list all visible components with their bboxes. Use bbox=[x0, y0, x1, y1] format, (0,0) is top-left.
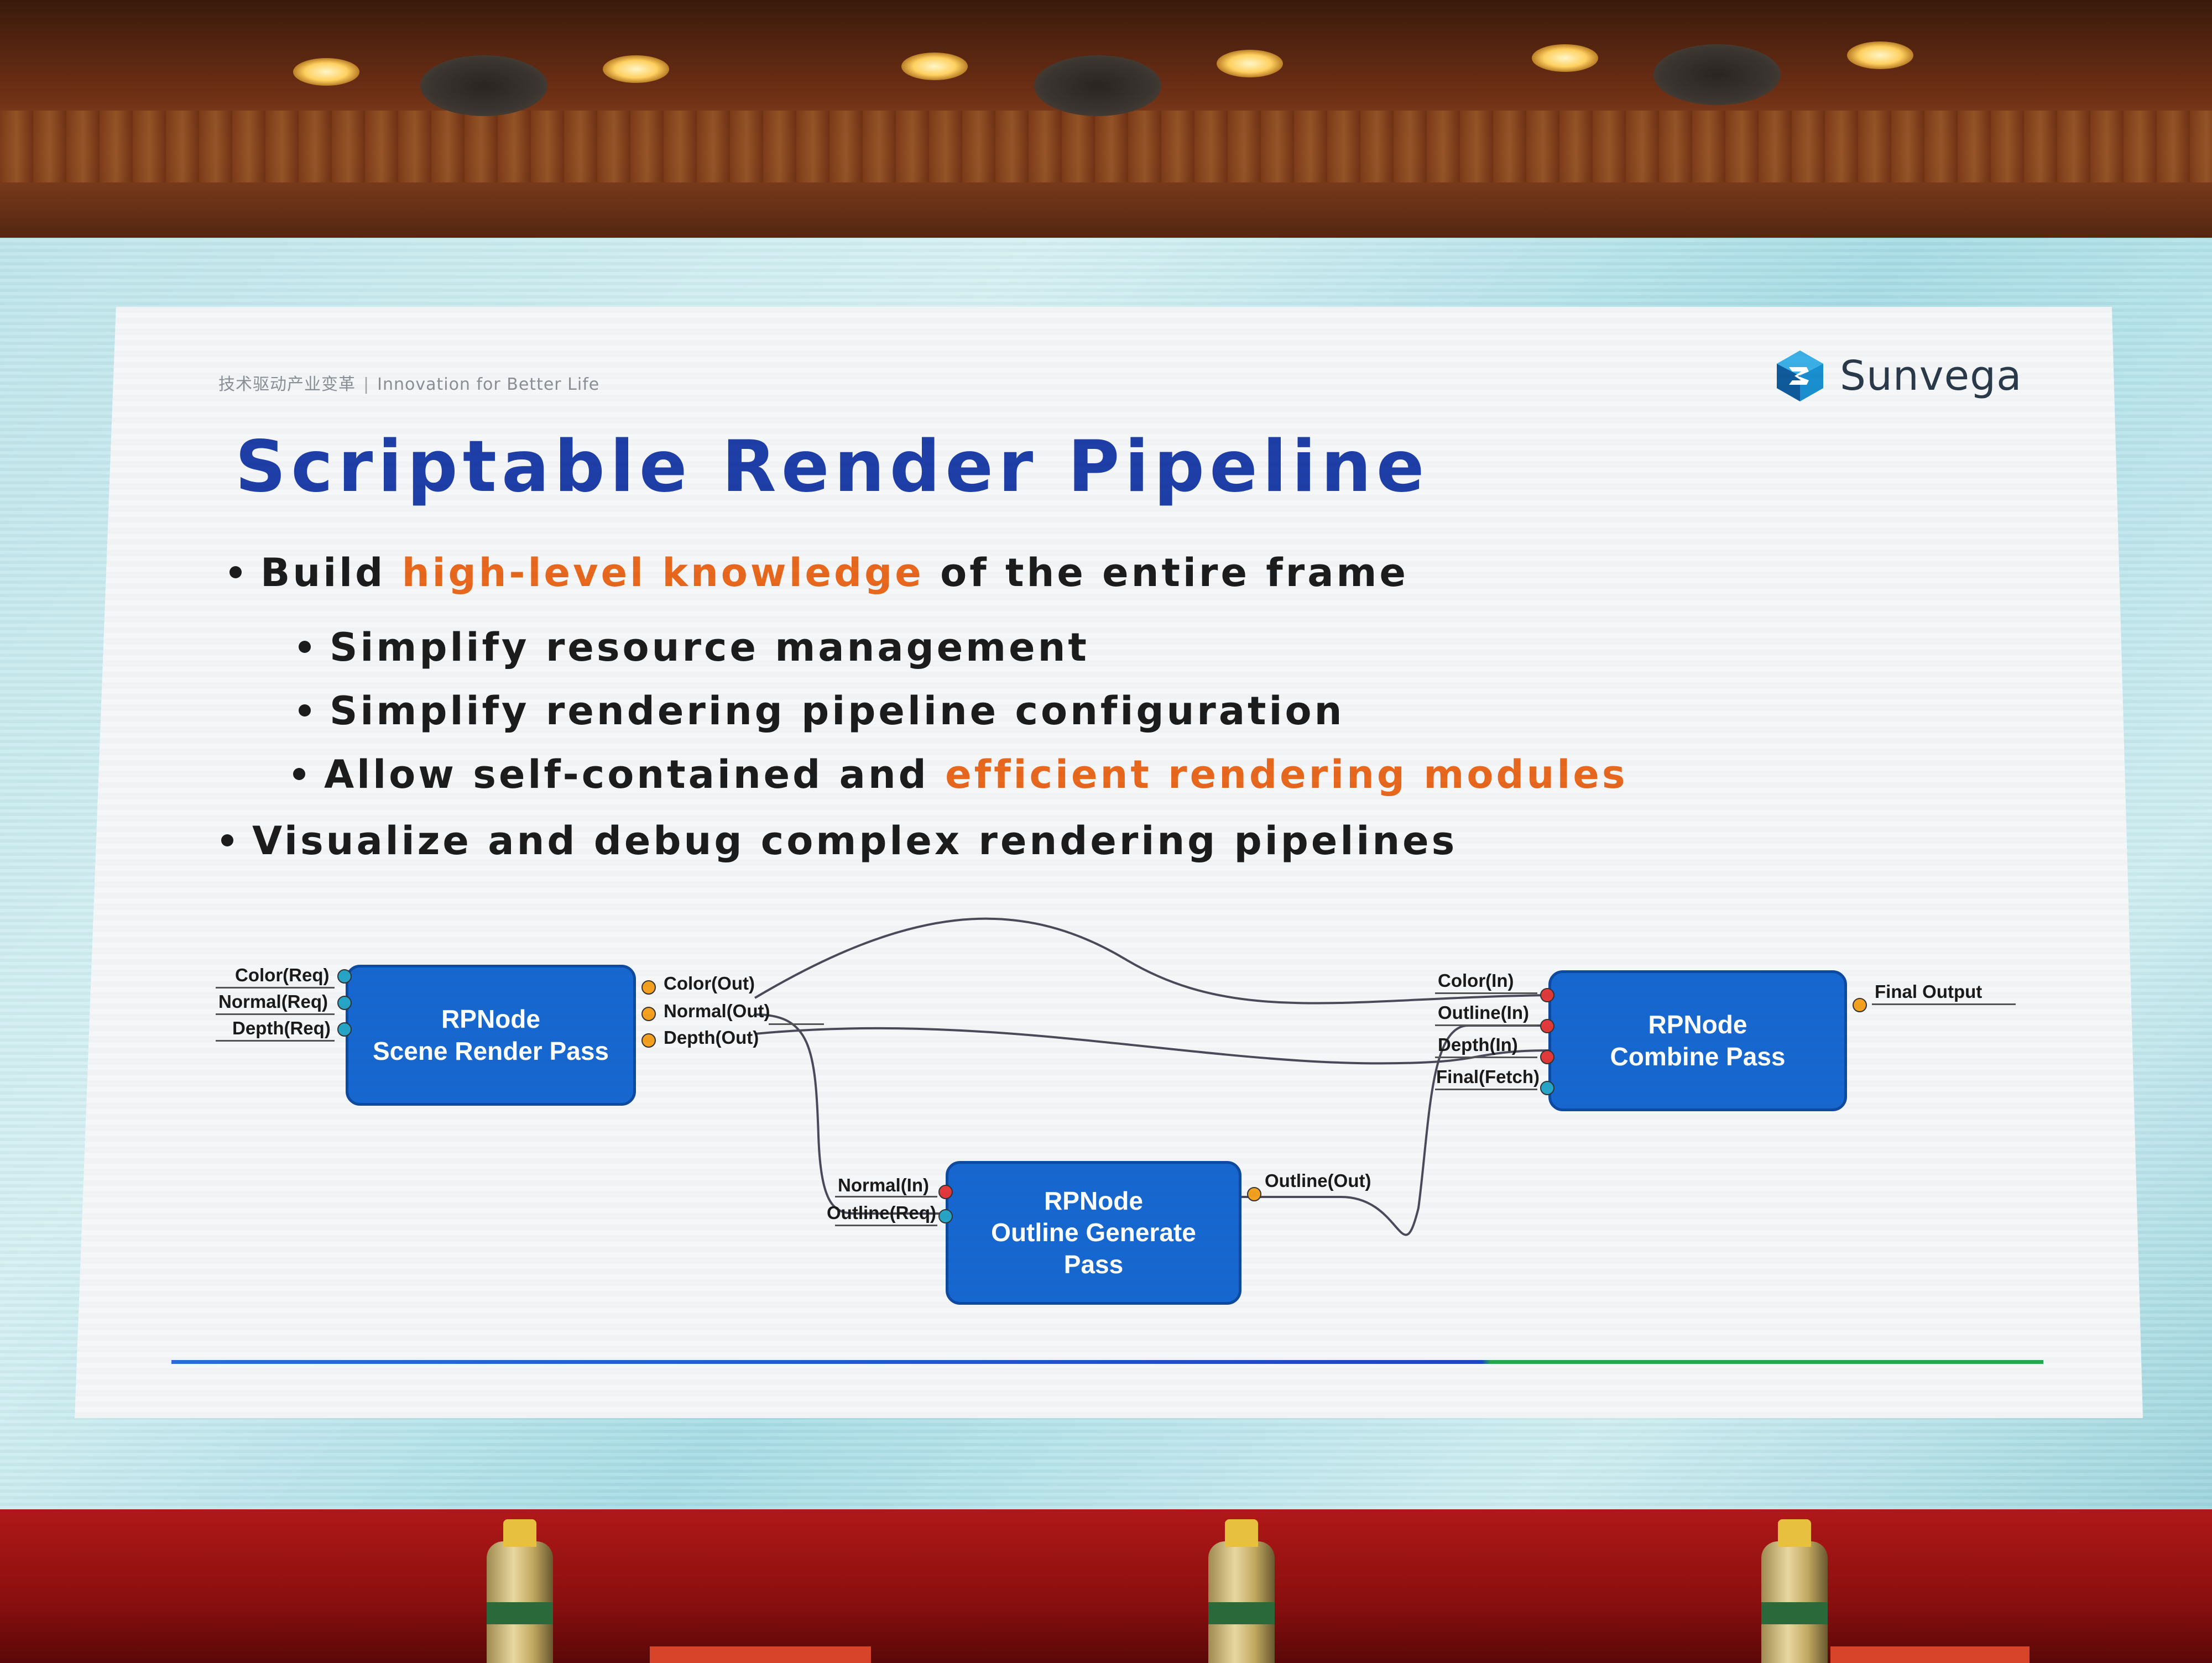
port-depth-req[interactable] bbox=[337, 1022, 352, 1037]
port-final-output[interactable] bbox=[1853, 998, 1867, 1012]
port-outline-req[interactable] bbox=[938, 1209, 953, 1223]
port-depth-out[interactable] bbox=[641, 1033, 656, 1048]
water-bottle bbox=[1208, 1519, 1275, 1663]
port-outline-out[interactable] bbox=[1247, 1187, 1261, 1201]
port-label: Color(Req) bbox=[235, 965, 330, 985]
port-label: Outline(Req) bbox=[827, 1202, 936, 1223]
presentation-slide: 技术驱动产业变革|Innovation for Better Life Sunv… bbox=[75, 307, 2143, 1418]
ceiling-vent bbox=[1034, 55, 1161, 116]
ceiling-vent bbox=[1653, 44, 1781, 105]
ceiling-trim bbox=[0, 111, 2212, 182]
ceiling-light bbox=[1532, 44, 1598, 72]
port-color-in[interactable] bbox=[1540, 988, 1554, 1002]
node-scene-render-pass[interactable]: RPNode Scene Render Pass bbox=[346, 965, 636, 1106]
port-label: Outline(Out) bbox=[1265, 1170, 1371, 1191]
port-label: Depth(Req) bbox=[232, 1018, 331, 1038]
ceiling-light bbox=[1217, 50, 1283, 77]
node-name-label: Scene Render Pass bbox=[372, 1036, 609, 1065]
port-label: Final(Fetch) bbox=[1436, 1066, 1540, 1087]
underline bbox=[835, 1225, 937, 1226]
port-depth-in[interactable] bbox=[1540, 1050, 1554, 1064]
stage-table bbox=[0, 1509, 2212, 1663]
ceiling-light bbox=[1847, 41, 1913, 69]
port-outline-in[interactable] bbox=[1540, 1019, 1554, 1033]
node-name-label: Pass bbox=[1063, 1249, 1124, 1279]
port-label: Normal(In) bbox=[838, 1175, 929, 1195]
port-label: Color(Out) bbox=[664, 973, 755, 993]
sunvega-logo-icon bbox=[1772, 348, 1828, 404]
sunvega-logo: Sunvega bbox=[1772, 348, 2022, 404]
stage-sign bbox=[650, 1646, 871, 1663]
slide-footer-rule bbox=[171, 1360, 2043, 1364]
wire-outline bbox=[1241, 1026, 1548, 1235]
port-color-out[interactable] bbox=[641, 980, 656, 995]
port-normal-in[interactable] bbox=[938, 1185, 953, 1199]
underline bbox=[1435, 1024, 1537, 1026]
underline bbox=[1435, 992, 1537, 994]
ceiling-light bbox=[901, 53, 968, 80]
port-final-fetch[interactable] bbox=[1540, 1081, 1554, 1095]
node-name-label: Outline Generate bbox=[991, 1218, 1196, 1247]
node-outline-generate-pass[interactable]: RPNode Outline Generate Pass bbox=[946, 1161, 1241, 1305]
underline bbox=[216, 1013, 335, 1015]
port-label: Final Output bbox=[1875, 981, 1983, 1002]
port-label: Outline(In) bbox=[1438, 1002, 1529, 1023]
pipeline-diagram: RPNode Scene Render Pass Color(Req) Norm… bbox=[75, 307, 2143, 1418]
node-type-label: RPNode bbox=[441, 1005, 540, 1033]
venue-ceiling bbox=[0, 0, 2212, 254]
underline bbox=[1435, 1057, 1537, 1058]
wire-color bbox=[755, 919, 1548, 1003]
port-label: Depth(In) bbox=[1438, 1034, 1518, 1055]
ceiling-light bbox=[293, 58, 359, 86]
port-normal-req[interactable] bbox=[337, 996, 352, 1010]
underline bbox=[216, 1040, 335, 1042]
ceiling-light bbox=[603, 55, 669, 83]
wire-depth bbox=[755, 1028, 1548, 1064]
underline bbox=[1872, 1003, 2016, 1005]
node-type-label: RPNode bbox=[1648, 1010, 1747, 1039]
port-label: Color(In) bbox=[1438, 970, 1514, 991]
port-label: Normal(Req) bbox=[218, 991, 328, 1012]
underline bbox=[216, 987, 335, 989]
ceiling-vent bbox=[420, 55, 547, 116]
node-combine-pass[interactable]: RPNode Combine Pass bbox=[1548, 970, 1847, 1111]
water-bottle bbox=[1761, 1519, 1828, 1663]
water-bottle bbox=[487, 1519, 553, 1663]
underline bbox=[1435, 1089, 1537, 1090]
node-name-label: Combine Pass bbox=[1610, 1042, 1786, 1071]
underline bbox=[835, 1196, 937, 1197]
port-label: Normal(Out) bbox=[664, 1001, 770, 1021]
stage-sign bbox=[1830, 1646, 2030, 1663]
port-color-req[interactable] bbox=[337, 969, 352, 984]
underline bbox=[769, 1023, 824, 1025]
port-label: Depth(Out) bbox=[664, 1027, 759, 1048]
port-normal-out[interactable] bbox=[641, 1007, 656, 1021]
node-type-label: RPNode bbox=[1044, 1186, 1143, 1215]
